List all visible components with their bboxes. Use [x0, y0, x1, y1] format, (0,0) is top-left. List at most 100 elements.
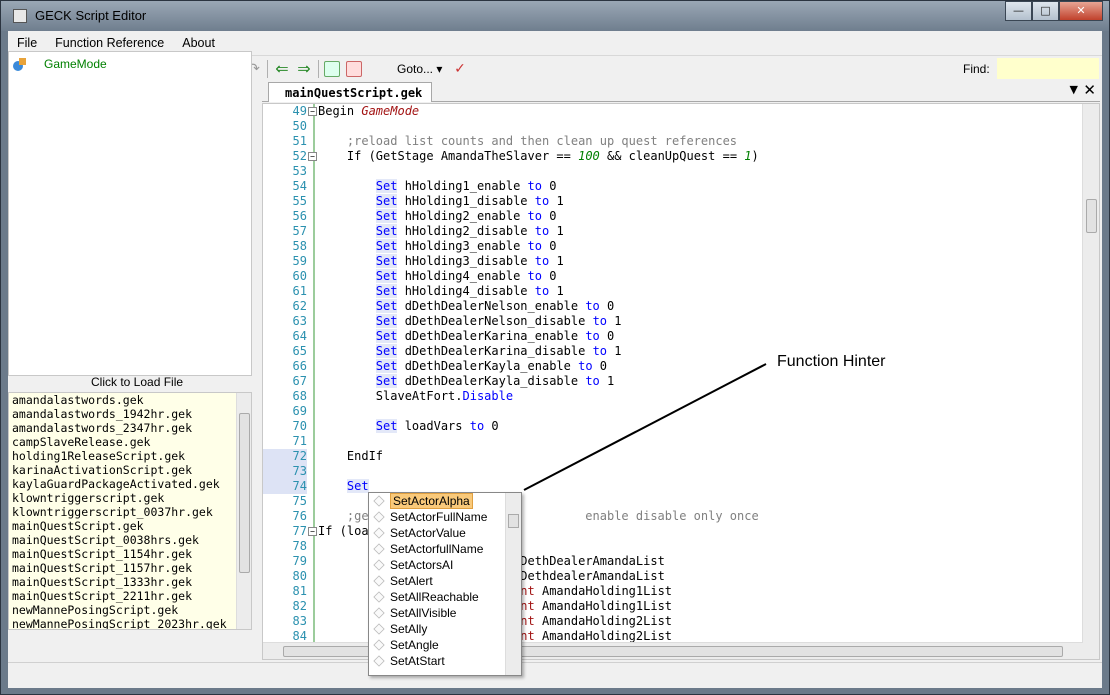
line-number: 79: [292, 554, 307, 568]
file-list-item[interactable]: klowntriggerscript_0037hr.gek: [12, 505, 213, 519]
code-line[interactable]: 62 Set dDethDealerNelson_enable to 0: [263, 299, 1081, 314]
function-icon: [373, 655, 385, 667]
code-text: ;ge enable disable only once: [318, 509, 759, 523]
code-line[interactable]: 59 Set hHolding3_disable to 1: [263, 254, 1081, 269]
hinter-item[interactable]: SetActorValue: [369, 525, 521, 541]
fold-toggle-icon[interactable]: −: [308, 152, 317, 161]
line-number: 60: [292, 269, 307, 283]
file-list-scrollbar[interactable]: [236, 393, 251, 629]
hinter-item-label: SetActorFullName: [390, 510, 488, 524]
file-list-item[interactable]: mainQuestScript_2211hr.gek: [12, 589, 193, 603]
line-number: 53: [292, 164, 307, 178]
close-button[interactable]: ✕: [1059, 1, 1103, 21]
code-line[interactable]: 66 Set dDethDealerKayla_enable to 0: [263, 359, 1081, 374]
code-text: Set dDethDealerKayla_enable to 0: [375, 359, 608, 373]
code-line[interactable]: 63 Set dDethDealerNelson_disable to 1: [263, 314, 1081, 329]
code-line[interactable]: 61 Set hHolding4_disable to 1: [263, 284, 1081, 299]
clear-icon[interactable]: ✓: [454, 61, 466, 77]
hinter-item[interactable]: SetAngle: [369, 637, 521, 653]
fold-toggle-icon[interactable]: −: [308, 527, 317, 536]
function-icon: [373, 623, 385, 635]
close-tab-icon[interactable]: ✕: [1083, 81, 1096, 99]
tree-item-gamemode[interactable]: GameMode: [44, 57, 107, 71]
code-line[interactable]: 57 Set hHolding2_disable to 1: [263, 224, 1081, 239]
fold-toggle-icon[interactable]: −: [308, 107, 317, 116]
hinter-item[interactable]: SetAlly: [369, 621, 521, 637]
find-input[interactable]: [997, 58, 1099, 79]
code-line[interactable]: 52− If (GetStage AmandaTheSlaver == 100 …: [263, 149, 1081, 164]
menu-about[interactable]: About: [182, 36, 215, 50]
file-list-item[interactable]: holding1ReleaseScript.gek: [12, 449, 186, 463]
code-line[interactable]: 64 Set dDethDealerKarina_enable to 0: [263, 329, 1081, 344]
file-list-item[interactable]: newMannePosingScript.gek: [12, 603, 179, 617]
toolbar-separator: [267, 60, 268, 78]
file-list-item[interactable]: newMannePosingScript_2023hr.gek: [12, 617, 227, 630]
file-list-item[interactable]: mainQuestScript_1154hr.gek: [12, 547, 193, 561]
file-list-item[interactable]: mainQuestScript.gek: [12, 519, 144, 533]
hinter-item[interactable]: SetAllReachable: [369, 589, 521, 605]
code-line[interactable]: 75: [263, 494, 1081, 509]
tab-list-icon[interactable]: ▼: [1069, 83, 1078, 96]
remove-bookmark-icon[interactable]: [346, 61, 362, 77]
hinter-scrollbar[interactable]: [505, 493, 521, 675]
code-line[interactable]: 49−Begin GameMode: [263, 104, 1081, 119]
code-line[interactable]: 67 Set dDethDealerKayla_disable to 1: [263, 374, 1081, 389]
maximize-button[interactable]: □: [1032, 1, 1059, 21]
code-line[interactable]: 53: [263, 164, 1081, 179]
file-list-item[interactable]: mainQuestScript_1157hr.gek: [12, 561, 193, 575]
code-line[interactable]: 77−If (loa: [263, 524, 1081, 539]
file-list-item[interactable]: mainQuestScript_1333hr.gek: [12, 575, 193, 589]
menu-file[interactable]: File: [17, 36, 38, 50]
code-line[interactable]: 55 Set hHolding1_disable to 1: [263, 194, 1081, 209]
code-line[interactable]: 78: [263, 539, 1081, 554]
forward-arrow-icon[interactable]: ⇒: [297, 59, 311, 78]
hinter-item[interactable]: SetActorAlpha: [369, 493, 521, 509]
redo-icon[interactable]: ↷: [248, 61, 260, 77]
code-line[interactable]: 56 Set hHolding2_enable to 0: [263, 209, 1081, 224]
goto-dropdown[interactable]: Goto... ▾: [397, 62, 442, 76]
code-text: Set: [346, 479, 369, 493]
editor-vertical-scrollbar[interactable]: [1082, 104, 1099, 659]
file-list-item[interactable]: amandalastwords_2347hr.gek: [12, 421, 193, 435]
code-line[interactable]: 60 Set hHolding4_enable to 0: [263, 269, 1081, 284]
hinter-item[interactable]: SetActorsAI: [369, 557, 521, 573]
hinter-item-label: SetAlly: [390, 622, 428, 636]
line-number: 80: [292, 569, 307, 583]
code-text: Set dDethDealerKarina_disable to 1: [375, 344, 622, 358]
code-line[interactable]: 70 Set loadVars to 0: [263, 419, 1081, 434]
code-line[interactable]: 71: [263, 434, 1081, 449]
code-line[interactable]: 72 EndIf: [263, 449, 1081, 464]
file-list-item[interactable]: campSlaveRelease.gek: [12, 435, 151, 449]
hinter-item[interactable]: SetAllVisible: [369, 605, 521, 621]
menu-function-reference[interactable]: Function Reference: [55, 36, 165, 50]
file-list-item[interactable]: amandalastwords.gek: [12, 393, 144, 407]
line-number: 77: [292, 524, 307, 538]
add-bookmark-icon[interactable]: [324, 61, 340, 77]
code-line[interactable]: 68 SlaveAtFort.Disable: [263, 389, 1081, 404]
tab-mainquestscript[interactable]: mainQuestScript.gek: [268, 82, 433, 102]
line-number: 84: [292, 629, 307, 643]
code-line[interactable]: 58 Set hHolding3_enable to 0: [263, 239, 1081, 254]
code-text: ;reload list counts and then clean up qu…: [318, 134, 738, 148]
hinter-item[interactable]: SetAlert: [369, 573, 521, 589]
code-line[interactable]: 73: [263, 464, 1081, 479]
file-list-item[interactable]: klowntriggerscript.gek: [12, 491, 165, 505]
file-list-item[interactable]: mainQuestScript_0038hrs.gek: [12, 533, 199, 547]
file-list-item[interactable]: kaylaGuardPackageActivated.gek: [12, 477, 220, 491]
file-list-item[interactable]: amandalastwords_1942hr.gek: [12, 407, 193, 421]
code-line[interactable]: 51 ;reload list counts and then clean up…: [263, 134, 1081, 149]
hinter-item[interactable]: SetActorFullName: [369, 509, 521, 525]
hinter-item[interactable]: SetAtStart: [369, 653, 521, 669]
code-line[interactable]: 65 Set dDethDealerKarina_disable to 1: [263, 344, 1081, 359]
fold-margin: [313, 104, 315, 659]
file-list-item[interactable]: karinaActivationScript.gek: [12, 463, 193, 477]
line-number: 63: [292, 314, 307, 328]
minimize-button[interactable]: —: [1005, 1, 1032, 21]
code-line[interactable]: 50: [263, 119, 1081, 134]
line-number: 52: [292, 149, 307, 163]
code-line[interactable]: 76 ;ge enable disable only once: [263, 509, 1081, 524]
back-arrow-icon[interactable]: ⇐: [275, 59, 289, 78]
hinter-item[interactable]: SetActorfullName: [369, 541, 521, 557]
code-line[interactable]: 69: [263, 404, 1081, 419]
code-line[interactable]: 54 Set hHolding1_enable to 0: [263, 179, 1081, 194]
